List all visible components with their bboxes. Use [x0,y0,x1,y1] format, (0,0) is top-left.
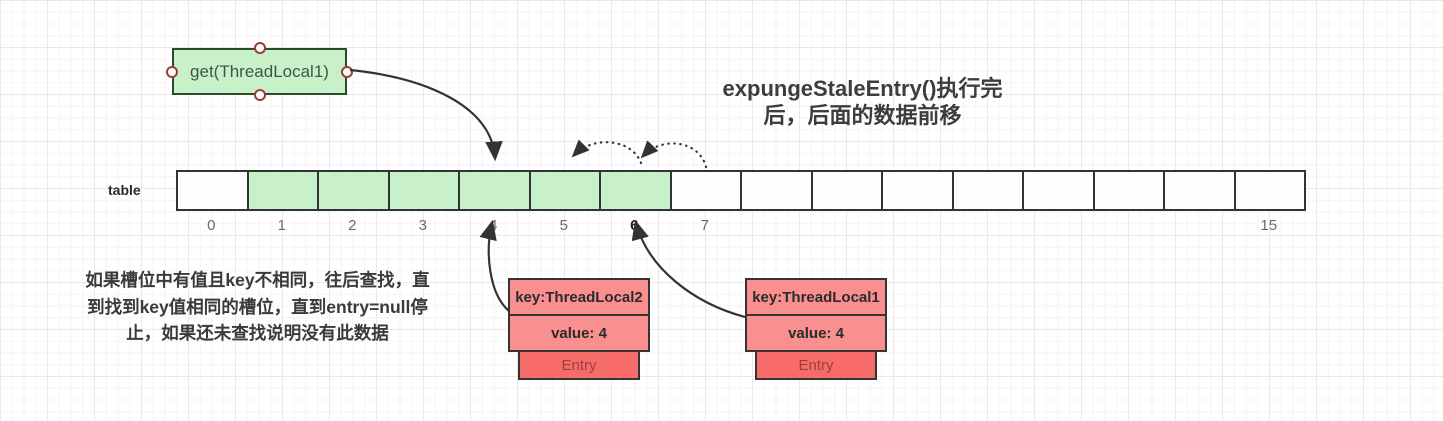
entry-value-row: value: 4 [745,314,887,352]
table-index-label: 15 [1260,217,1278,234]
entry-value-label: value: 4 [788,324,844,342]
table-label: table [108,182,141,198]
get-threadlocal-label: get(ThreadLocal1) [190,61,329,81]
table-cell[interactable] [951,170,1024,211]
entry-tag-label: Entry [561,356,597,374]
table-index-label: 5 [559,217,568,234]
table-cell[interactable] [528,170,601,211]
selection-handle-top[interactable] [253,42,266,54]
table-index-label: 2 [348,217,357,234]
entry-value-row: value: 4 [508,314,650,352]
table-index-label: 7 [700,217,709,234]
entry-card-threadlocal1[interactable]: key:ThreadLocal1 value: 4 Entry [745,278,887,380]
selection-handle-bottom[interactable] [253,89,266,101]
table-index-label [740,217,811,234]
selection-handle-left[interactable] [166,65,178,78]
table-cell[interactable] [176,170,249,211]
arrow-entry2-to-slot4 [479,219,510,312]
diagram-title: expungeStaleEntry()执行完 后，后面的数据前移 [722,76,1003,128]
table-cell[interactable] [599,170,672,211]
table-index-labels: 0 1 2 3 4 5 6 7 15 [176,217,1304,234]
entry-key-label: key:ThreadLocal1 [752,288,880,306]
table-cell[interactable] [1233,170,1306,211]
table-cell[interactable] [458,170,531,211]
entry-tag: Entry [518,350,640,380]
table-cells [176,170,1306,211]
selection-handle-right[interactable] [341,65,353,78]
entry-key-label: key:ThreadLocal2 [515,288,643,306]
entry-tag: Entry [755,350,877,380]
table-index-label: 1 [277,217,286,234]
table-cell[interactable] [810,170,883,211]
table-cell[interactable] [1163,170,1236,211]
table-index-label [1093,217,1164,234]
table-cell[interactable] [317,170,390,211]
arrow-entry1-to-slot6 [631,219,746,319]
table-cell[interactable] [1092,170,1165,211]
get-threadlocal-box[interactable]: get(ThreadLocal1) [166,42,353,101]
table-index-label: 6 [630,217,639,234]
table-index-label: 4 [489,217,498,234]
entry-key-row: key:ThreadLocal2 [508,278,650,316]
dotted-arc-7-to-6 [640,140,708,169]
table-index-label [881,217,952,234]
entry-value-label: value: 4 [551,324,607,342]
table-index-label [811,217,882,234]
table-index-label [952,217,1023,234]
table-index-label: 0 [207,217,216,234]
table-cell[interactable] [246,170,319,211]
table-index-label [1022,217,1093,234]
note-text: 如果槽位中有值且key不相同，往后查找，直 到找到key值相同的槽位，直到ent… [85,270,430,344]
entry-card-threadlocal2[interactable]: key:ThreadLocal2 value: 4 Entry [508,278,650,380]
table-cell[interactable] [387,170,460,211]
table-cell[interactable] [669,170,742,211]
table-cell[interactable] [1022,170,1095,211]
table-cell[interactable] [881,170,954,211]
entry-tag-label: Entry [798,356,834,374]
table-cell[interactable] [740,170,813,211]
entry-key-row: key:ThreadLocal1 [745,278,887,316]
table-index-label [1163,217,1234,234]
table-index-label: 3 [418,217,427,234]
dotted-arc-6-to-5 [571,139,643,165]
arrow-get-to-slot4 [349,68,503,162]
